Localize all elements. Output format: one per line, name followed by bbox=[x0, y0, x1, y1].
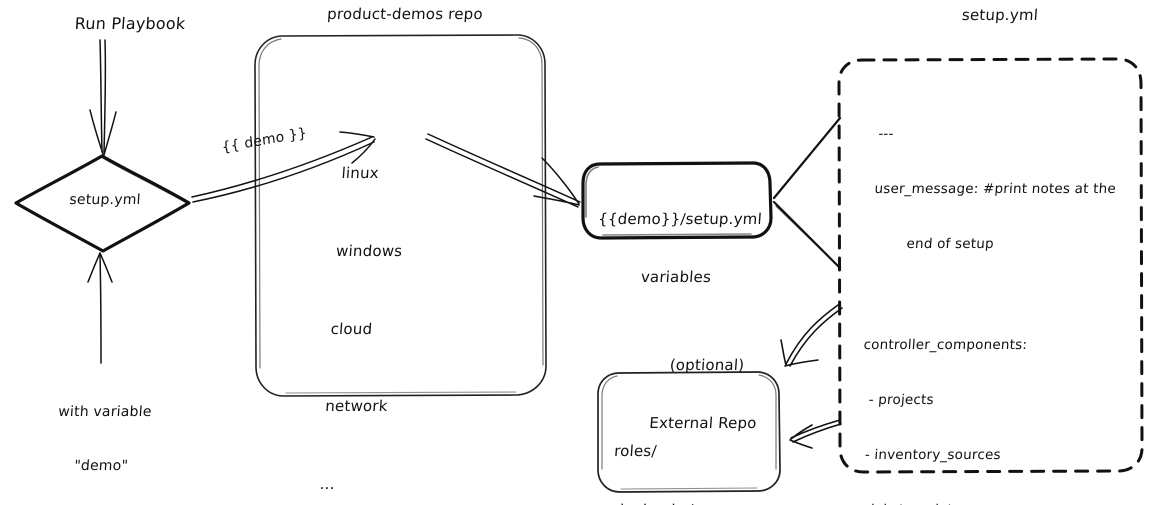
arrow-linux-to-variables bbox=[425, 133, 581, 208]
run-playbook-label: Run Playbook bbox=[74, 14, 186, 33]
setup-yml-line-1: user_message: #print notes at the bbox=[873, 180, 1117, 197]
external-repo-title-line1: (optional) bbox=[669, 356, 745, 375]
with-variable-line2: "demo" bbox=[73, 457, 129, 474]
variables-box-label: {{demo}}/setup.yml variables bbox=[584, 172, 773, 326]
repo-item-windows: windows bbox=[335, 241, 403, 260]
arrow-demo-to-linux bbox=[191, 131, 376, 203]
variables-box-line2: variables bbox=[640, 267, 712, 286]
setup-yml-diamond bbox=[14, 154, 191, 253]
arrow-with-variable bbox=[87, 252, 113, 364]
arrow-jobtemplates-to-external-repo bbox=[789, 419, 842, 449]
setup-yml-diamond-label: setup.yml bbox=[68, 192, 142, 208]
with-variable-line1: with variable bbox=[57, 403, 153, 420]
repo-item-cloud: cloud bbox=[330, 319, 373, 338]
setup-yml-line-7: - job_templates bbox=[851, 501, 1151, 505]
repo-item-ellipsis: ... bbox=[319, 474, 336, 493]
setup-yml-line-0: --- bbox=[877, 125, 895, 142]
setup-yml-line-2: end of setup bbox=[870, 235, 995, 252]
setup-yml-line-4: controller_components: bbox=[863, 336, 1028, 353]
repo-item-linux: linux bbox=[340, 164, 380, 183]
with-variable-label: with variable "demo" bbox=[13, 368, 193, 505]
arrow-projects-to-external-repo bbox=[780, 304, 843, 367]
setup-yml-box-title: setup.yml bbox=[961, 6, 1039, 24]
setup-yml-line-3 bbox=[867, 290, 1151, 299]
repo-item-network: network bbox=[324, 397, 389, 416]
arrow-run-playbook bbox=[89, 39, 117, 156]
external-repo-item-playbooks: playbooks/ bbox=[609, 501, 760, 505]
external-repo-box bbox=[597, 371, 781, 493]
setup-yml-dashed-box bbox=[837, 57, 1144, 474]
setup-yml-line-5: - projects bbox=[859, 391, 935, 408]
variables-box-line1: {{demo}}/setup.yml bbox=[597, 210, 763, 229]
external-repo-items: roles/ playbooks/ .... bbox=[602, 402, 767, 505]
connector-setupyml-to-variables bbox=[772, 116, 842, 270]
repo-item-list: linux windows cloud network ... bbox=[315, 126, 525, 505]
setup-yml-line-6: - inventory_sources bbox=[855, 446, 1002, 463]
product-demos-repo-box bbox=[254, 34, 547, 397]
external-repo-item-roles: roles/ bbox=[613, 441, 658, 460]
product-demos-repo-title: product-demos repo bbox=[326, 5, 484, 23]
variables-box bbox=[581, 161, 773, 240]
